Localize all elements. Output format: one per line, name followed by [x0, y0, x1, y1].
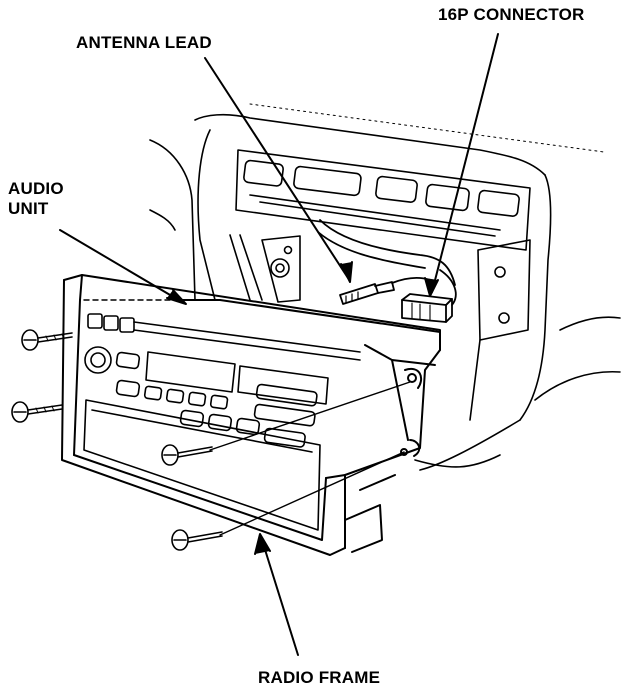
antenna-lead-label: ANTENNA LEAD	[76, 33, 212, 52]
connector-arrow	[431, 33, 499, 293]
dash-vents	[235, 149, 531, 251]
dashboard-outline	[149, 103, 621, 471]
audio-unit-label-line1: AUDIO	[8, 179, 64, 198]
screw-bottom	[171, 529, 223, 551]
faceplate	[83, 313, 361, 531]
cavity-side	[469, 239, 531, 421]
antenna-lead-arrow	[204, 57, 349, 279]
audio-unit-label-line2: UNIT	[8, 199, 49, 218]
audio-unit-arrow	[59, 229, 183, 303]
screw-upper-left	[21, 329, 73, 351]
connector-label: 16P CONNECTOR	[438, 5, 585, 24]
callout-arrows	[59, 33, 499, 656]
radio-frame-label: RADIO FRAME	[258, 668, 381, 687]
screw-middle-left	[11, 401, 63, 423]
wiring-harness	[317, 219, 457, 323]
radio-frame-housing	[61, 274, 441, 556]
screw-center	[161, 444, 213, 466]
mount-bracket	[229, 234, 301, 303]
radio-frame-arrow	[261, 539, 299, 656]
audio-unit-label: AUDIO UNIT	[8, 179, 64, 219]
mounting-screws	[11, 329, 223, 551]
